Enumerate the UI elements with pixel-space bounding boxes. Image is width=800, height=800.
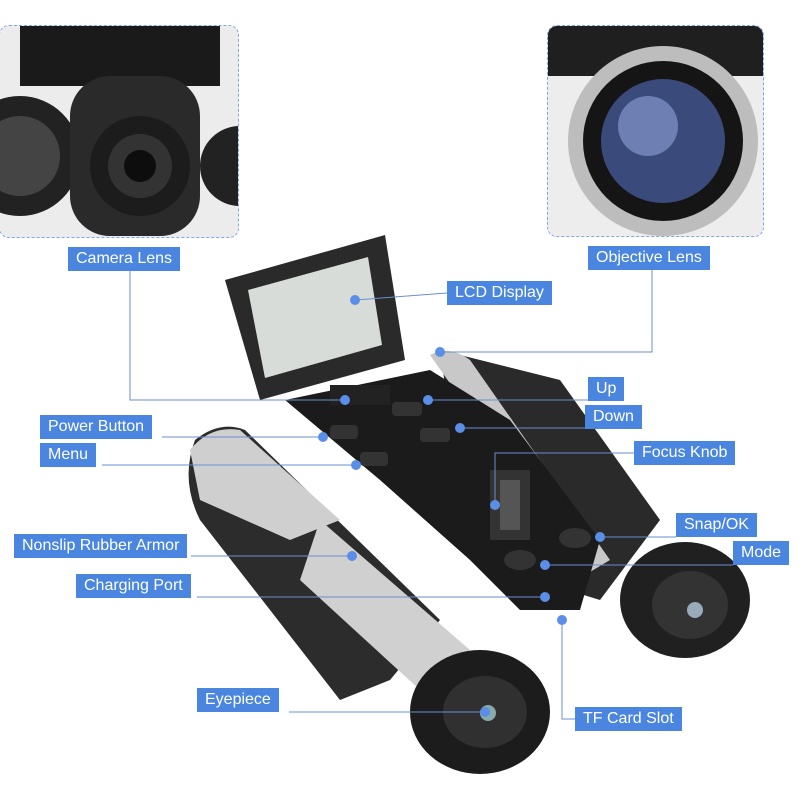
label-down: Down — [585, 405, 642, 429]
camera-lens-dot — [340, 395, 350, 405]
down-dot — [455, 423, 465, 433]
label-camera-lens: Camera Lens — [68, 247, 181, 271]
label-objective-lens: Objective Lens — [588, 246, 710, 270]
snap-ok-dot — [595, 532, 605, 542]
label-menu: Menu — [40, 443, 97, 467]
camera-lens-line — [129, 271, 345, 401]
up-dot — [423, 395, 433, 405]
camera-lens-closeup-image — [0, 26, 238, 237]
camera-lens-closeup-inset — [0, 25, 239, 238]
label-up: Up — [588, 377, 625, 401]
label-snap-ok: Snap/OK — [676, 513, 757, 537]
callout-lines — [102, 270, 733, 720]
lcd-display-line — [354, 292, 448, 301]
objective-lens-line — [440, 270, 653, 353]
focus-knob-line — [494, 452, 634, 505]
eyepiece-dot — [480, 707, 490, 717]
label-eyepiece: Eyepiece — [197, 688, 279, 712]
objective-lens-closeup-inset — [547, 25, 764, 237]
lcd-display-dot — [350, 295, 360, 305]
objective-lens-dot — [435, 347, 445, 357]
callout-dots — [318, 295, 605, 717]
label-tf-card-slot: TF Card Slot — [575, 707, 682, 731]
tf-card-slot-dot — [557, 615, 567, 625]
nonslip-rubber-armor-dot — [347, 551, 357, 561]
label-lcd-display: LCD Display — [447, 281, 552, 305]
menu-dot — [351, 460, 361, 470]
mode-dot — [540, 560, 550, 570]
binoculars-illustration — [188, 235, 750, 774]
label-focus-knob: Focus Knob — [634, 441, 736, 465]
focus-knob-dot — [490, 500, 500, 510]
charging-port-dot — [540, 592, 550, 602]
label-charging-port: Charging Port — [76, 574, 191, 598]
label-mode: Mode — [733, 541, 790, 565]
power-button-dot — [318, 432, 328, 442]
label-power-button: Power Button — [40, 415, 153, 439]
tf-card-slot-line — [561, 620, 575, 720]
objective-lens-closeup-image — [548, 26, 763, 236]
label-nonslip-rubber-armor: Nonslip Rubber Armor — [14, 534, 188, 558]
